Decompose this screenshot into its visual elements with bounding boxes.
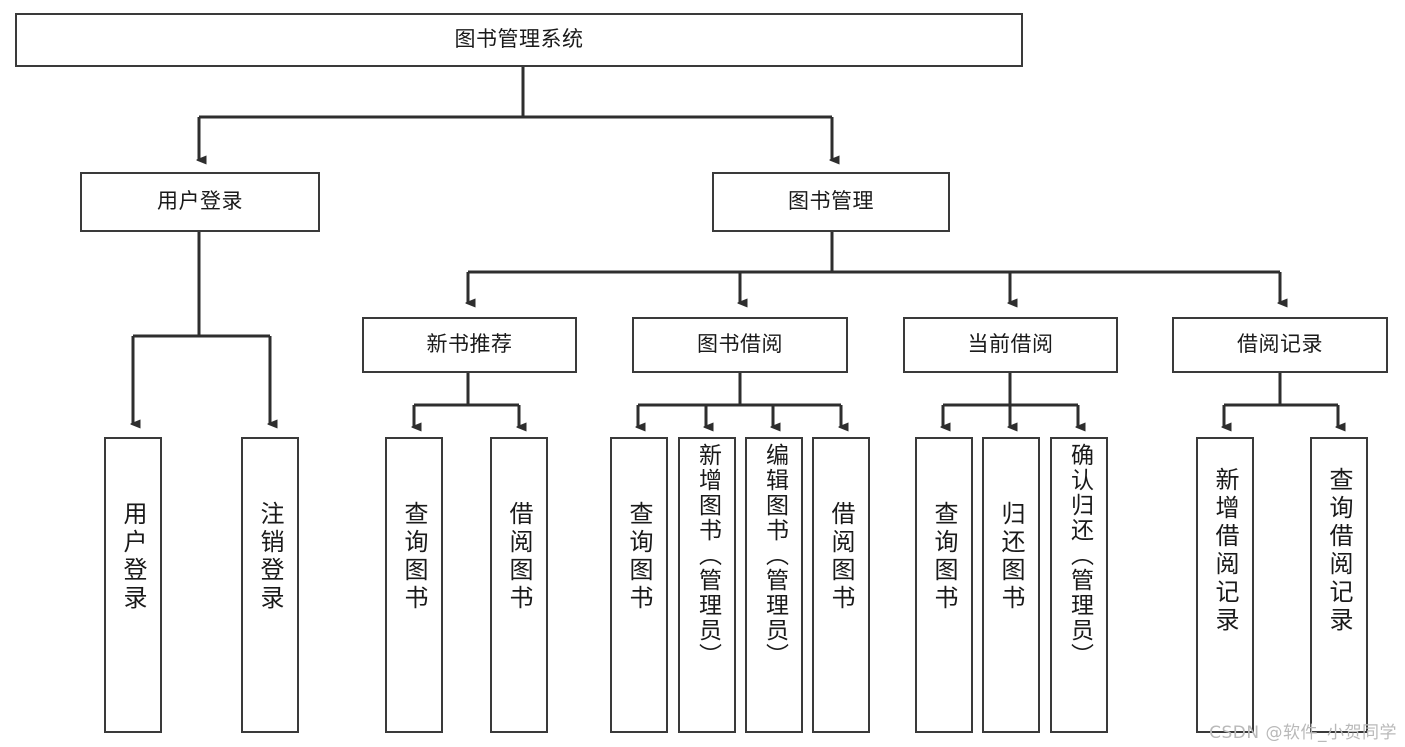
- node-book-borrow[interactable]: 图书借阅: [632, 317, 848, 373]
- node-label: 查询图书: [625, 501, 653, 613]
- leaf-borrow-book-recommend[interactable]: 借阅图书: [490, 437, 548, 733]
- node-label: 图书管理: [788, 189, 874, 214]
- node-book-management[interactable]: 图书管理: [712, 172, 950, 232]
- leaf-add-book-admin[interactable]: 新增图书（管理员）: [678, 437, 736, 733]
- leaf-return-book[interactable]: 归还图书: [982, 437, 1040, 733]
- node-label: 用户登录: [157, 189, 243, 214]
- node-label: 确认归还（管理员）: [1066, 443, 1093, 668]
- node-label: 借阅记录: [1237, 332, 1323, 357]
- node-label: 借阅图书: [505, 501, 533, 613]
- node-label: 归还图书: [997, 501, 1025, 613]
- leaf-query-book-current[interactable]: 查询图书: [915, 437, 973, 733]
- leaf-add-borrow-record[interactable]: 新增借阅记录: [1196, 437, 1254, 733]
- leaf-query-book-recommend[interactable]: 查询图书: [385, 437, 443, 733]
- node-label: 图书借阅: [697, 332, 783, 357]
- node-label: 新增图书（管理员）: [694, 443, 721, 668]
- node-label: 查询借阅记录: [1325, 467, 1353, 635]
- leaf-query-book-borrow[interactable]: 查询图书: [610, 437, 668, 733]
- node-new-book-recommend[interactable]: 新书推荐: [362, 317, 577, 373]
- node-label: 编辑图书（管理员）: [761, 443, 788, 668]
- node-label: 新书推荐: [426, 332, 513, 357]
- node-label: 新增借阅记录: [1211, 467, 1239, 635]
- node-label: 当前借阅: [967, 332, 1054, 357]
- node-label: 用户登录: [119, 501, 147, 613]
- node-borrow-record[interactable]: 借阅记录: [1172, 317, 1388, 373]
- node-root-book-management-system[interactable]: 图书管理系统: [15, 13, 1023, 67]
- node-label: 图书管理系统: [454, 27, 584, 52]
- node-current-borrow[interactable]: 当前借阅: [903, 317, 1118, 373]
- node-label: 借阅图书: [827, 501, 855, 613]
- node-label: 查询图书: [400, 501, 428, 613]
- leaf-confirm-return-admin[interactable]: 确认归还（管理员）: [1050, 437, 1108, 733]
- leaf-query-borrow-record[interactable]: 查询借阅记录: [1310, 437, 1368, 733]
- node-label: 注销登录: [256, 501, 284, 613]
- leaf-borrow-book[interactable]: 借阅图书: [812, 437, 870, 733]
- node-label: 查询图书: [930, 501, 958, 613]
- csdn-watermark: CSDN @软件_小贺同学: [1209, 723, 1397, 743]
- leaf-logout-login[interactable]: 注销登录: [241, 437, 299, 733]
- leaf-edit-book-admin[interactable]: 编辑图书（管理员）: [745, 437, 803, 733]
- leaf-user-login[interactable]: 用户登录: [104, 437, 162, 733]
- node-user-login[interactable]: 用户登录: [80, 172, 320, 232]
